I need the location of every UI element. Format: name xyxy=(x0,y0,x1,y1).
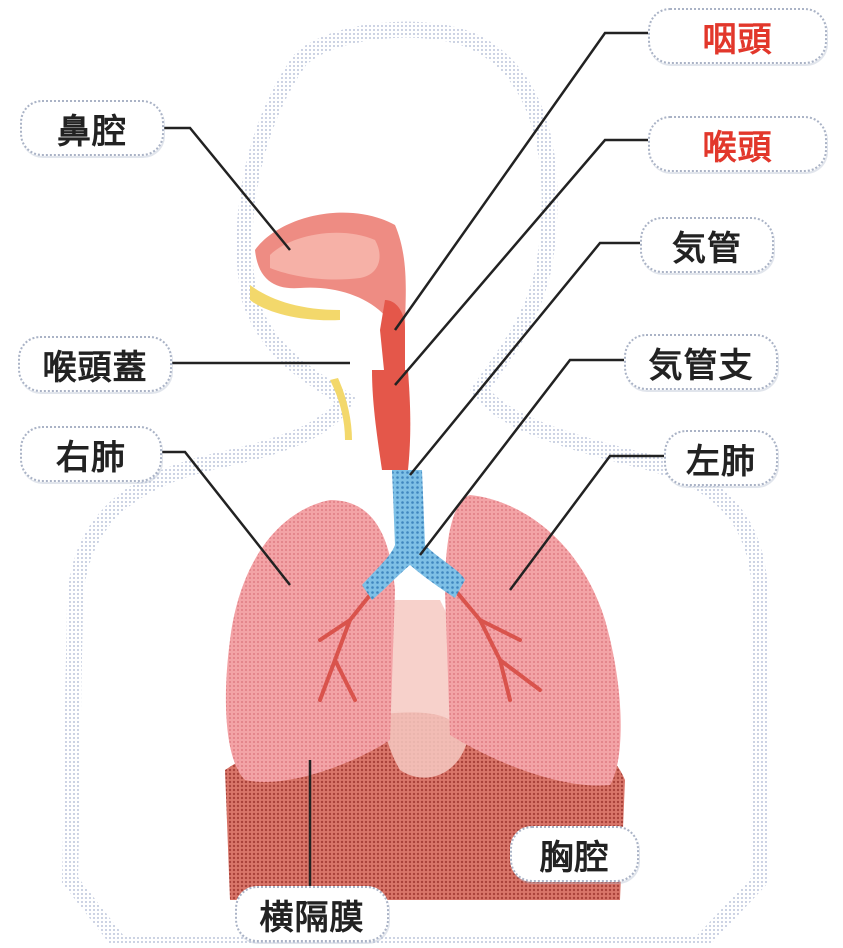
label-pharynx: 咽頭 xyxy=(648,8,827,64)
label-trachea: 気管 xyxy=(640,217,774,273)
label-left-lung: 左肺 xyxy=(664,430,778,486)
label-epiglottis: 喉頭蓋 xyxy=(18,336,172,392)
label-larynx: 喉頭 xyxy=(648,116,827,172)
label-diaphragm: 横隔膜 xyxy=(235,886,389,942)
label-bronchus: 気管支 xyxy=(624,334,778,390)
label-thoracic-cavity: 胸腔 xyxy=(510,826,639,882)
label-right-lung: 右肺 xyxy=(20,426,162,482)
label-nasal-cavity: 鼻腔 xyxy=(20,100,164,156)
